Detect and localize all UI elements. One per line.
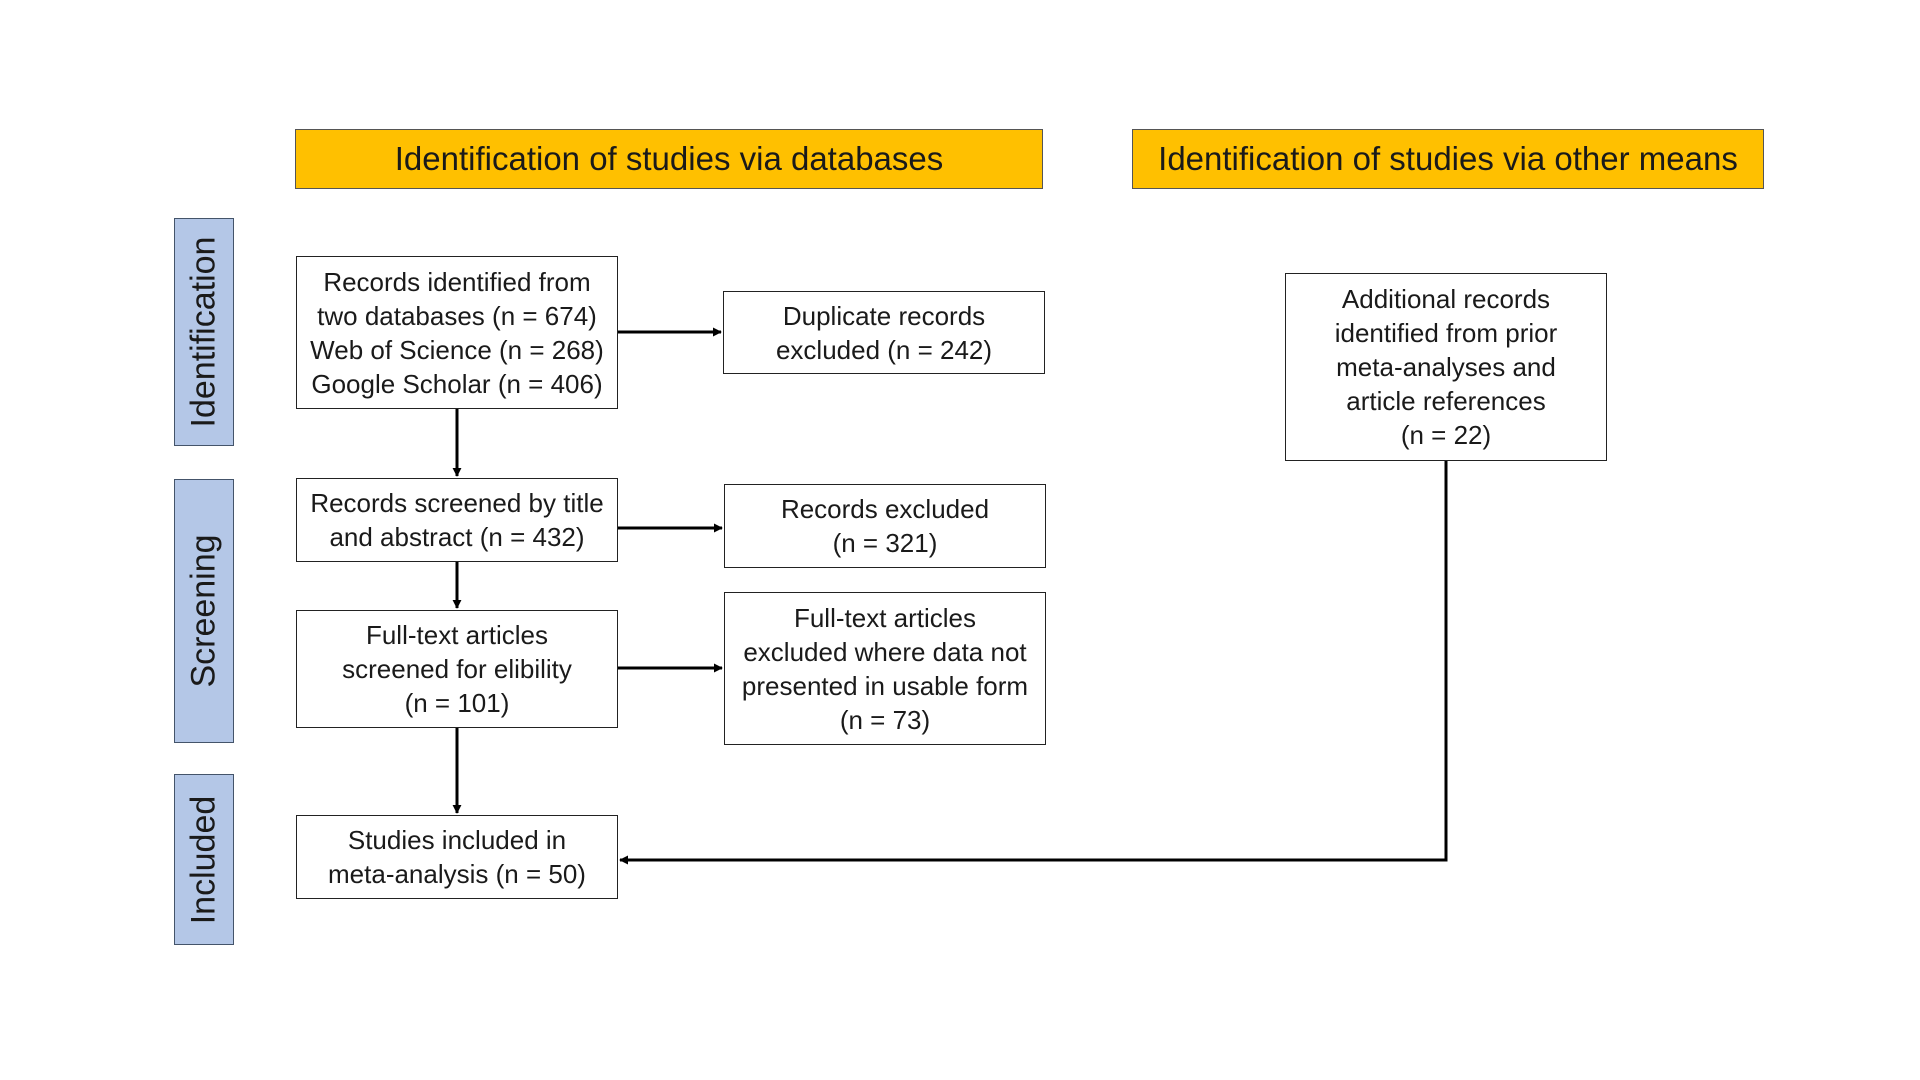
duplicates-excluded-text: Duplicate records excluded (n = 242): [775, 300, 993, 365]
box-fulltext-screened: Full-text articles screened for elibilit…: [296, 610, 618, 728]
additional-records-text: Additional records identified from prior…: [1334, 284, 1558, 450]
records-identified-text: Records identified from two databases (n…: [310, 266, 604, 399]
box-records-excluded: Records excluded (n = 321): [724, 484, 1046, 568]
stage-screening: Screening: [174, 479, 234, 743]
studies-included-text: Studies included in meta-analysis (n = 5…: [328, 825, 586, 889]
box-records-identified: Records identified from two databases (n…: [296, 256, 618, 409]
records-screened-text: Records screened by title and abstract (…: [310, 488, 604, 552]
box-additional-records: Additional records identified from prior…: [1285, 273, 1607, 461]
stage-identification: Identification: [174, 218, 234, 446]
box-duplicates-excluded: Duplicate records excluded (n = 242): [723, 291, 1045, 374]
records-excluded-text: Records excluded (n = 321): [780, 494, 990, 558]
stage-included: Included: [174, 774, 234, 945]
box-studies-included: Studies included in meta-analysis (n = 5…: [296, 815, 618, 899]
box-records-screened: Records screened by title and abstract (…: [296, 478, 618, 562]
header-other-means-label: Identification of studies via other mean…: [1158, 140, 1738, 177]
header-databases: Identification of studies via databases: [295, 129, 1043, 189]
fulltext-screened-text: Full-text articles screened for elibilit…: [342, 620, 572, 718]
header-other-means: Identification of studies via other mean…: [1132, 129, 1764, 189]
arrow-additional-to-included: [619, 461, 1448, 865]
fulltext-excluded-text: Full-text articles excluded where data n…: [741, 602, 1029, 735]
header-databases-label: Identification of studies via databases: [394, 140, 944, 177]
box-fulltext-excluded: Full-text articles excluded where data n…: [724, 592, 1046, 745]
